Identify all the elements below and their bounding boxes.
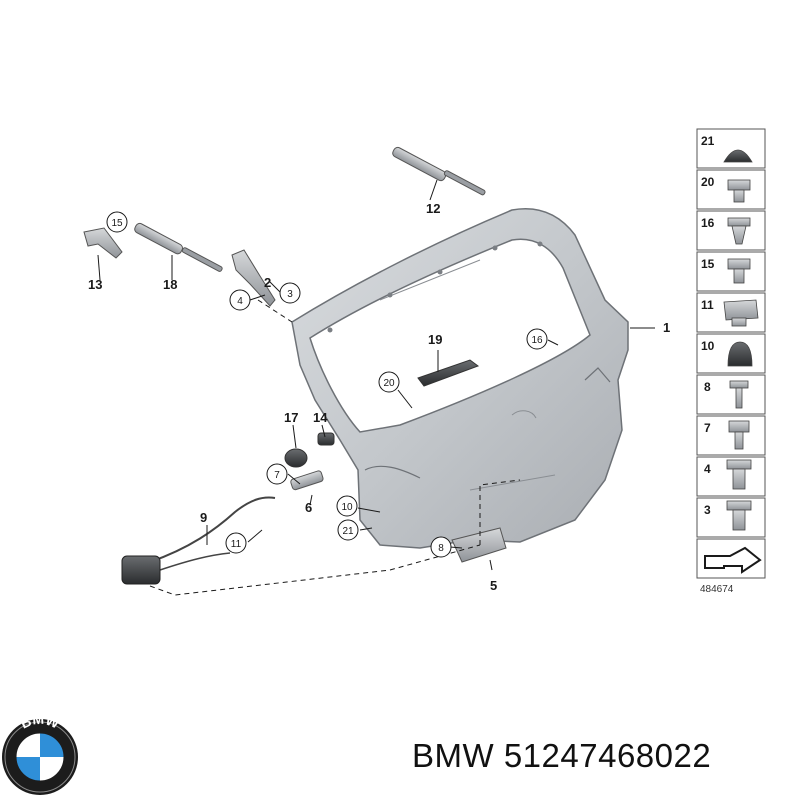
bolt-7-icon: [728, 420, 750, 450]
parts-list-20: 20: [701, 175, 715, 189]
callout-13: 13: [88, 277, 102, 292]
clip-11-icon: [723, 299, 759, 327]
callout-10: 10: [341, 502, 353, 513]
callout-4: 4: [237, 296, 243, 307]
bmw-logo: BMW: [2, 711, 78, 795]
callout-6: 6: [305, 500, 312, 515]
callout-2: 2: [264, 275, 271, 290]
gas-strut-left: [134, 222, 223, 272]
circled-callouts: [106, 211, 548, 558]
parts-list-11: 11: [701, 298, 714, 312]
callout-15: 15: [111, 218, 123, 229]
callout-19: 19: [428, 332, 442, 347]
leader-lines: [97, 179, 655, 571]
camera-17: [284, 448, 308, 468]
brand-name: BMW: [412, 737, 495, 774]
callout-9: 9: [200, 510, 207, 525]
callout-18: 18: [163, 277, 177, 292]
hinge-bracket-2: [231, 249, 276, 307]
parts-list-8: 8: [704, 380, 711, 394]
dashed-leaders: [149, 299, 521, 596]
cap-21-icon: [723, 149, 753, 163]
callout-8: 8: [438, 543, 444, 554]
latch-6: [290, 470, 324, 491]
brand-part-number: BMW 51247468022: [412, 737, 711, 775]
circled-callout-labels: 3 4 7 8 10 11 15 16 20 21: [111, 218, 543, 554]
zigzag-symbol-icon: [704, 546, 762, 574]
callout-17: 17: [284, 410, 298, 425]
callout-5: 5: [490, 578, 497, 593]
callout-7: 7: [274, 470, 280, 481]
handle-strip-19: [417, 359, 480, 387]
callout-3: 3: [287, 289, 293, 300]
parts-list-15: 15: [701, 257, 715, 271]
parts-list-3: 3: [704, 503, 711, 517]
part-number: 51247468022: [503, 737, 712, 774]
callout-16: 16: [531, 335, 543, 346]
nut-4-icon: [726, 459, 752, 490]
callout-14: 14: [313, 410, 328, 425]
callout-20: 20: [383, 378, 395, 389]
parts-list-21: 21: [701, 134, 715, 148]
clip-16-icon: [727, 217, 751, 245]
callout-12: 12: [426, 201, 440, 216]
cap-10-icon: [727, 341, 753, 367]
nut-15-icon: [727, 258, 751, 284]
bracket-13: [83, 227, 123, 259]
parts-list-4: 4: [704, 462, 711, 476]
parts-list-7: 7: [704, 421, 711, 435]
parts-list-16: 16: [701, 216, 715, 230]
callout-1: 1: [663, 320, 670, 335]
screw-8-icon: [729, 380, 749, 409]
parts-list: 21 20 16 15 11 10 8 7 4 3 484674: [696, 128, 766, 595]
drawing-number: 484674: [700, 584, 734, 595]
callout-21: 21: [342, 526, 354, 537]
callout-labels: 1 2 5 6 9 12 13 14 17 18 19: [88, 201, 670, 593]
switch-14: [317, 432, 335, 446]
parts-list-10: 10: [701, 339, 715, 353]
lock-9: [121, 496, 276, 585]
nut-3-icon: [726, 500, 752, 531]
nut-20-icon: [727, 179, 751, 203]
gas-strut-upper: [392, 146, 486, 196]
callout-11: 11: [231, 539, 242, 550]
